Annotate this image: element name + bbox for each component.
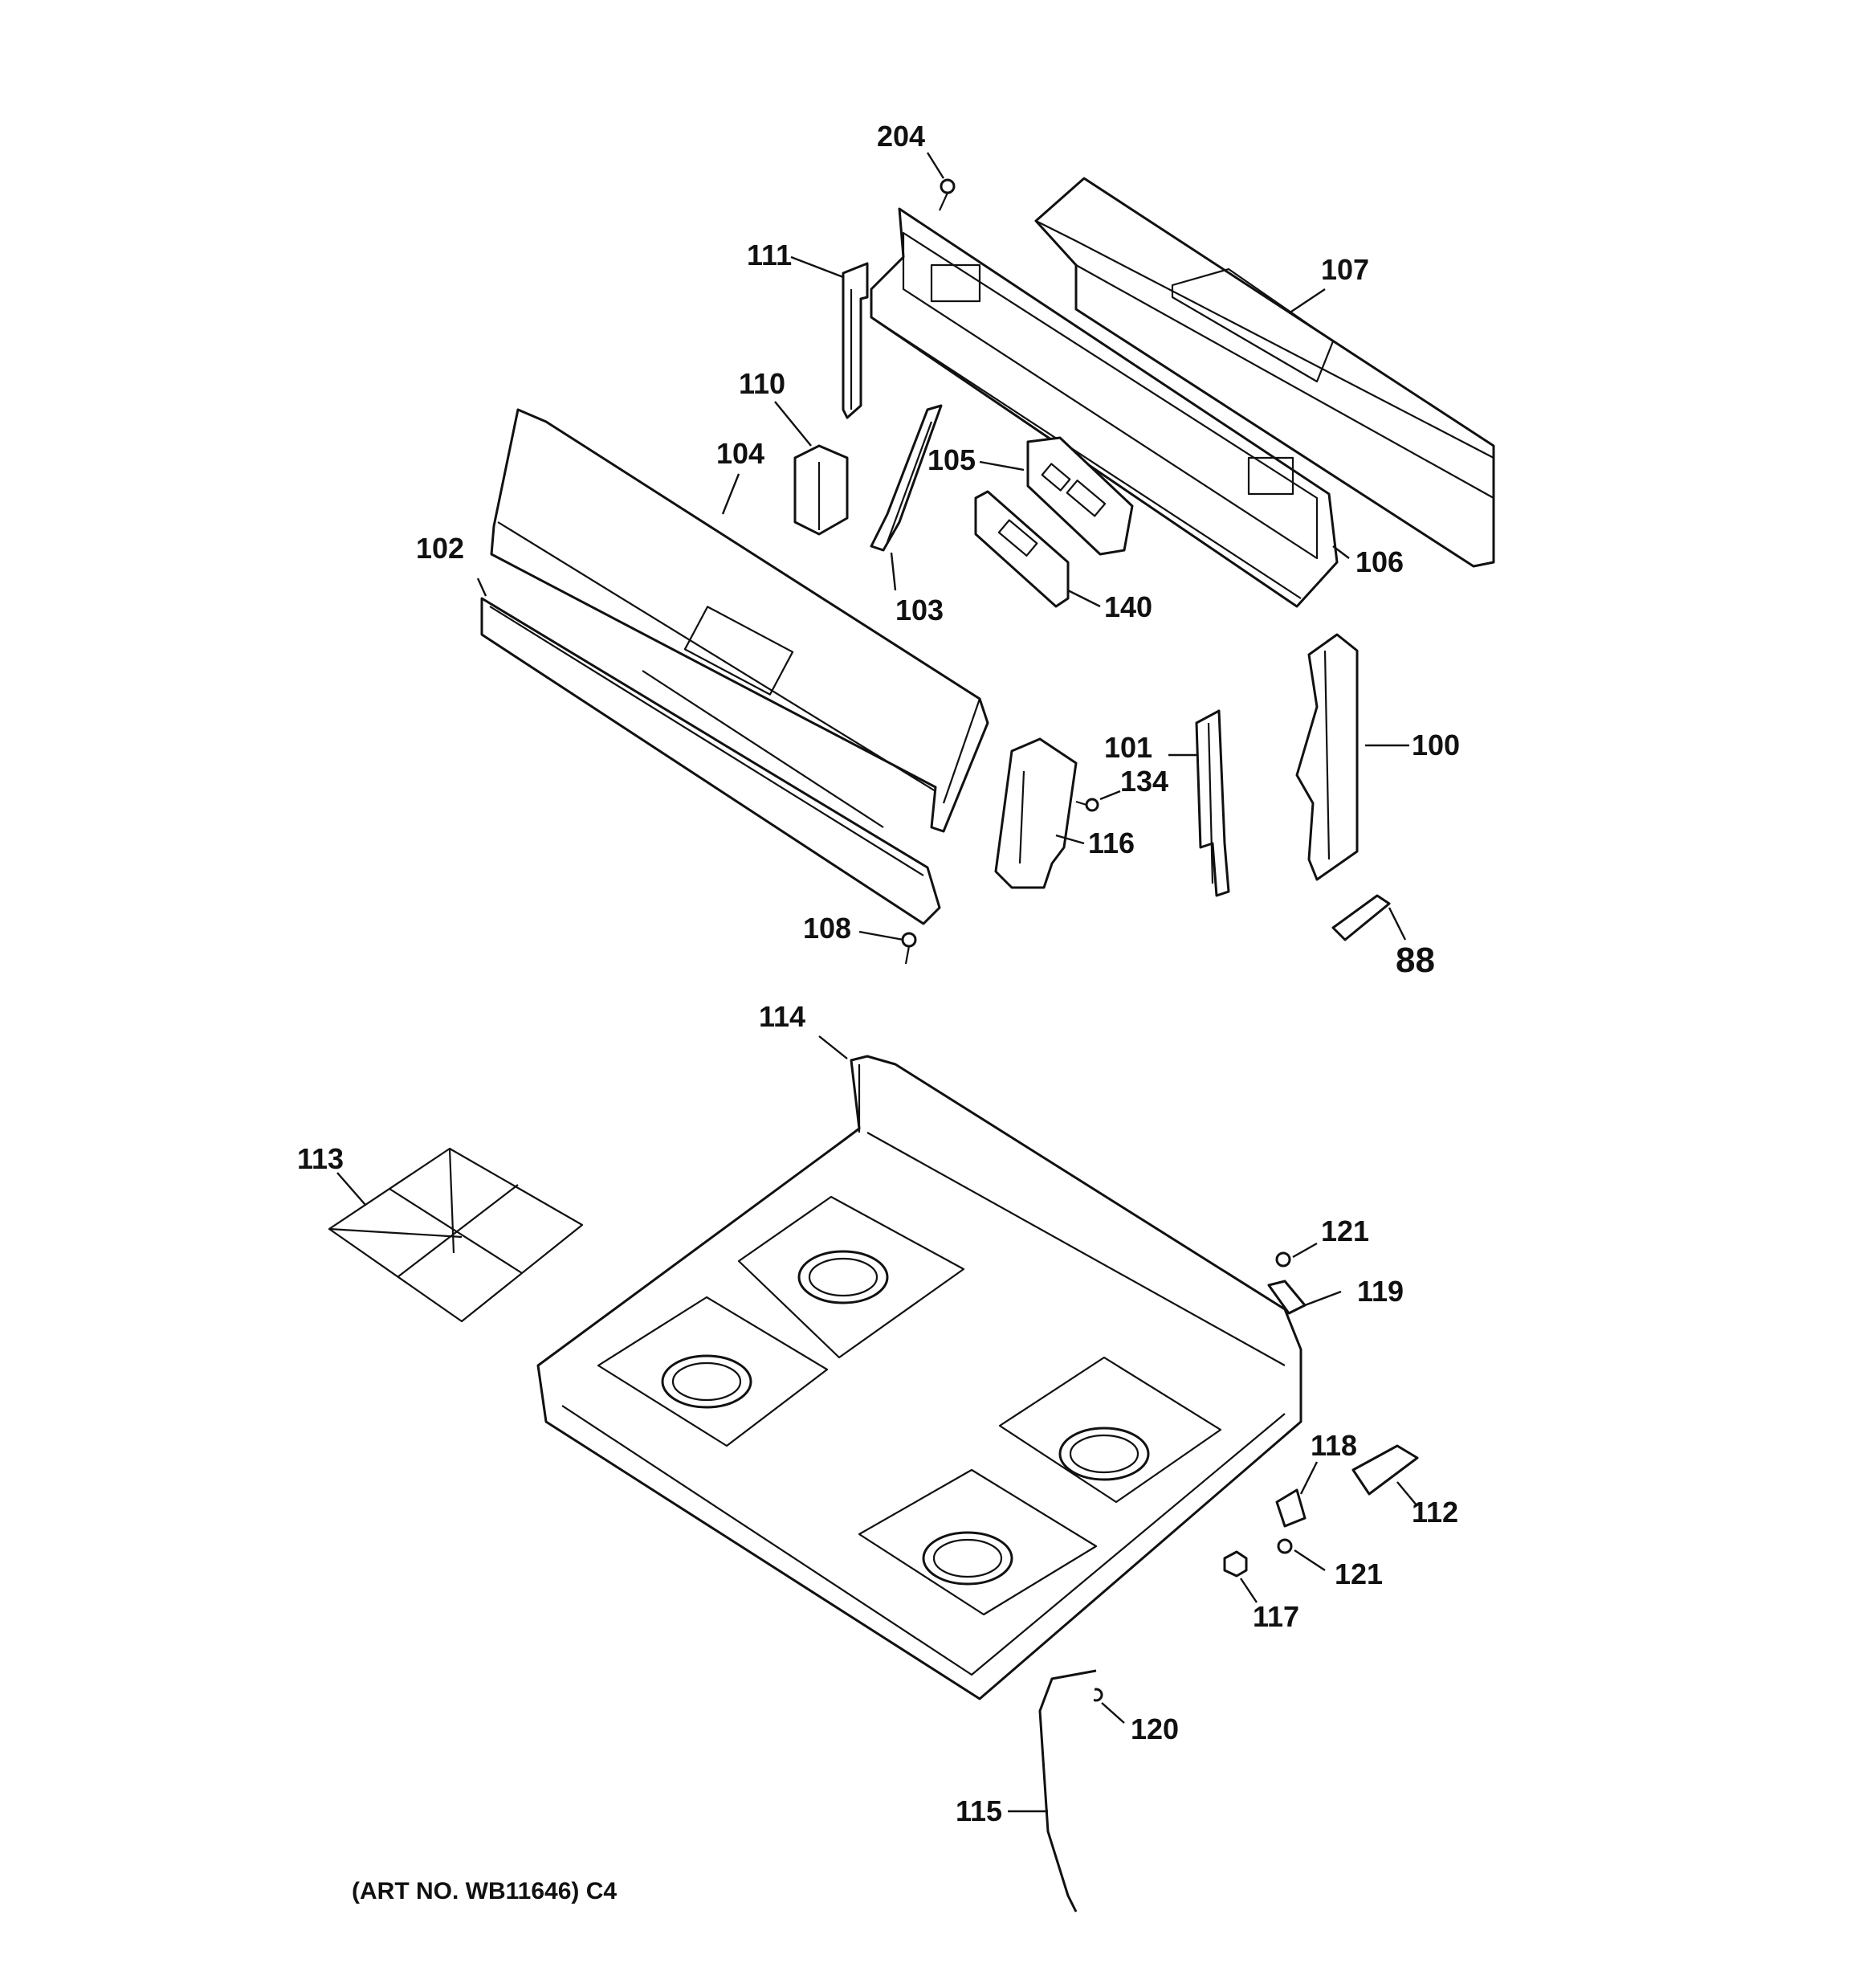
callout-119: 119 (1357, 1275, 1404, 1308)
bracket-101 (1195, 709, 1230, 897)
callout-110: 110 (739, 367, 785, 400)
control-panel-104 (490, 408, 989, 833)
clip-88 (1331, 894, 1391, 941)
callout-100: 100 (1412, 729, 1460, 761)
screw-134 (1075, 798, 1099, 812)
trim-strip-102 (480, 597, 941, 925)
callout-111: 111 (747, 239, 792, 271)
callout-204: 204 (877, 120, 925, 153)
screw-121-top (1275, 1251, 1291, 1268)
screw-108 (901, 932, 917, 965)
side-panel-100 (1295, 633, 1359, 881)
rod-115 (1038, 1669, 1097, 1912)
nut-117 (1223, 1550, 1248, 1578)
end-cap-116 (994, 737, 1078, 889)
callout-116: 116 (1088, 827, 1135, 859)
overlay-140 (974, 490, 1070, 608)
callout-114: 114 (759, 1000, 805, 1033)
callout-107: 107 (1321, 253, 1369, 286)
callout-120: 120 (1131, 1712, 1179, 1745)
art-number-caption: (ART NO. WB11646) C4 (352, 1878, 618, 1904)
callout-121-bottom: 121 (1335, 1557, 1383, 1590)
cooktop-114 (536, 1055, 1302, 1700)
bracket-118 (1275, 1488, 1307, 1528)
callout-113: 113 (297, 1142, 344, 1175)
callout-105: 105 (927, 443, 976, 476)
rear-shield-107 (1034, 177, 1495, 568)
callout-108: 108 (803, 912, 851, 945)
screw-204 (938, 178, 956, 211)
screw-121-bottom (1277, 1538, 1293, 1554)
callout-118: 118 (1311, 1429, 1357, 1462)
callout-115: 115 (956, 1794, 1002, 1827)
callout-106: 106 (1355, 545, 1404, 578)
callout-112: 112 (1412, 1496, 1458, 1529)
switch-110 (793, 444, 849, 536)
callout-121-top: 121 (1321, 1214, 1369, 1247)
callout-102: 102 (416, 532, 464, 565)
callout-104: 104 (716, 437, 764, 470)
callout-117: 117 (1253, 1600, 1299, 1633)
clock-control-105 (1026, 436, 1134, 556)
callout-134: 134 (1120, 765, 1168, 798)
grate-113 (328, 1147, 584, 1323)
callout-140: 140 (1104, 590, 1152, 623)
callout-88: 88 (1396, 941, 1435, 980)
callout-101: 101 (1104, 731, 1152, 764)
clip-112 (1351, 1444, 1419, 1496)
side-bracket-111 (842, 262, 869, 419)
callout-103: 103 (895, 594, 944, 627)
bracket-103 (870, 404, 943, 552)
